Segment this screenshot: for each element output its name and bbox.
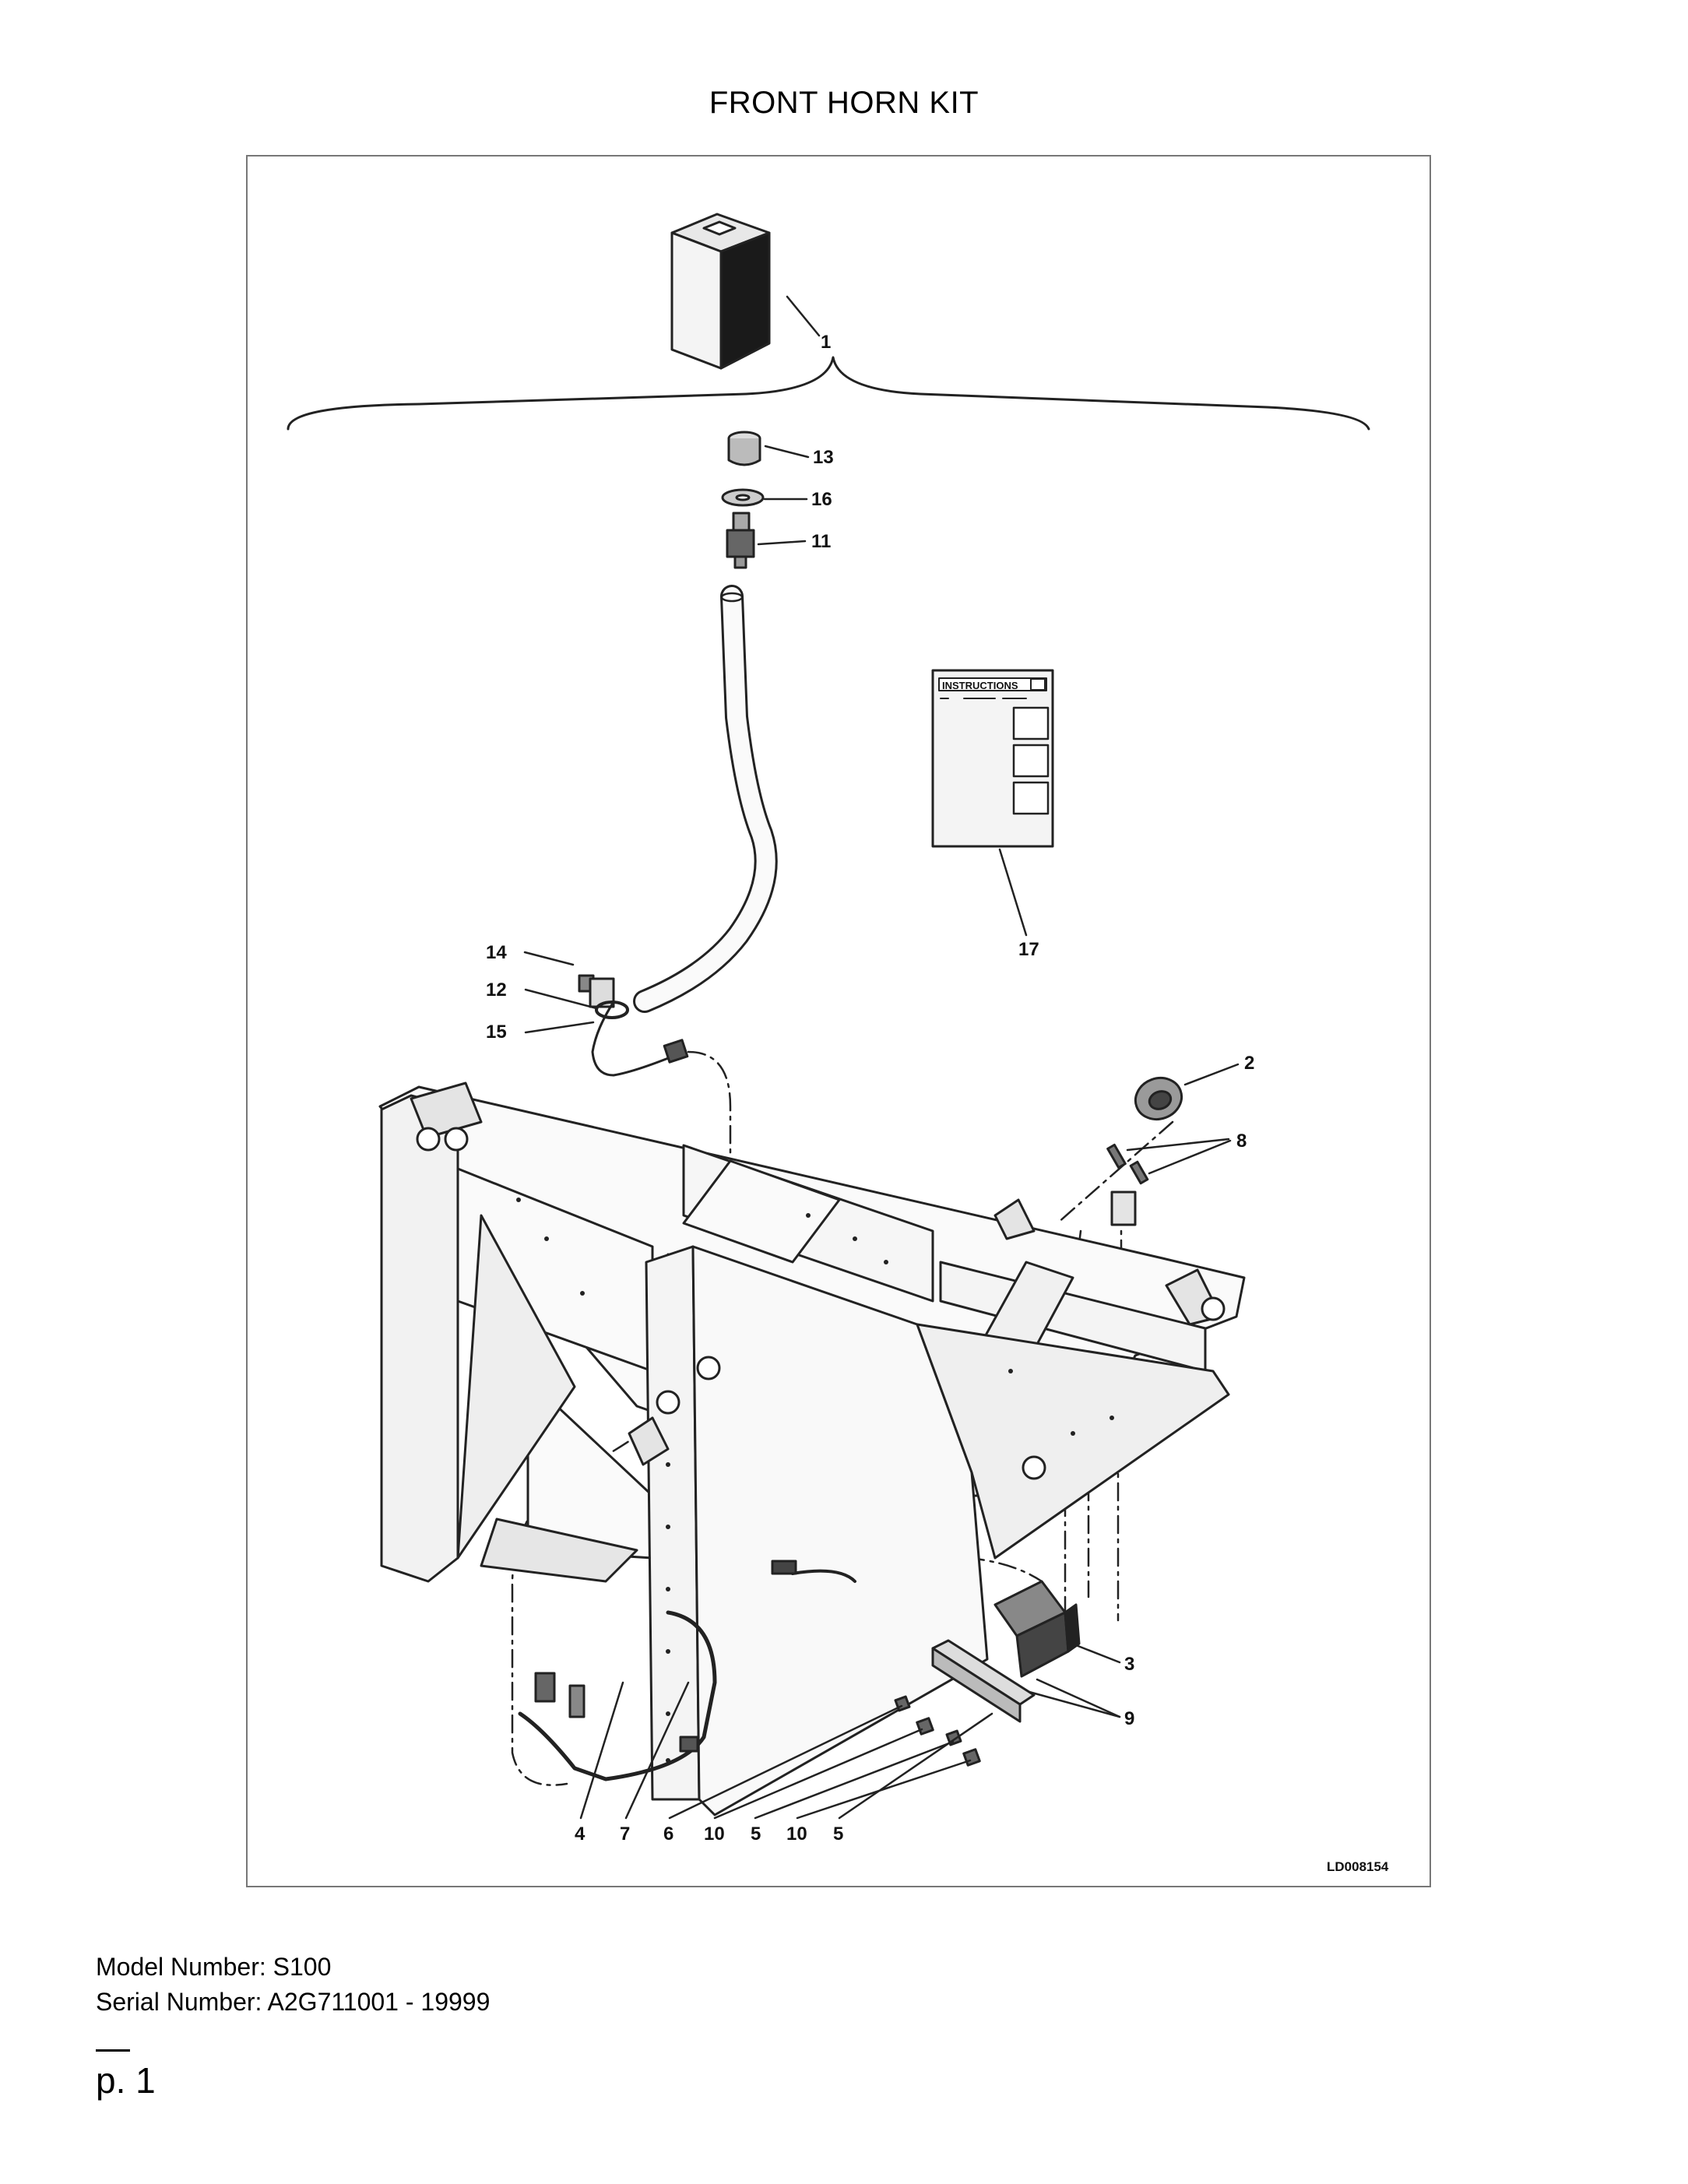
model-number: Model Number: S100 (96, 1953, 332, 1981)
callout-10-a: 10 (704, 1824, 725, 1845)
callout-1: 1 (821, 332, 831, 353)
callout-6: 6 (663, 1824, 673, 1845)
callout-2: 2 (1244, 1053, 1254, 1074)
decal-heading: INSTRUCTIONS (942, 680, 1018, 691)
serial-number: Serial Number: A2G711001 - 19999 (96, 1988, 491, 2016)
lower-harness-part (518, 1610, 717, 1781)
callout-8: 8 (1236, 1131, 1247, 1152)
horn-unit-part (993, 1580, 1081, 1678)
callout-7: 7 (620, 1824, 630, 1845)
callout-4: 4 (575, 1824, 586, 1845)
exploded-parts-diagram: INSTRUCTIONS 1 13 16 11 17 14 12 15 2 8 … (246, 155, 1431, 1887)
callout-3: 3 (1124, 1654, 1134, 1675)
page-number: p. 1 (96, 2060, 156, 2101)
callout-13: 13 (813, 447, 834, 468)
mounting-bracket-part (931, 1639, 1036, 1723)
page-title: FRONT HORN KIT (709, 86, 979, 120)
horn-switch-part (726, 512, 755, 569)
loader-frame (378, 1081, 1246, 1816)
callout-11: 11 (811, 531, 831, 552)
page-number-rule (96, 2049, 130, 2052)
kit-brace (287, 356, 1370, 431)
callout-9: 9 (1124, 1708, 1134, 1729)
connector-clip-part (578, 974, 629, 1019)
instruction-decal-part (931, 669, 1054, 848)
horn-button-cap-part (727, 431, 761, 466)
callout-10-b: 10 (786, 1824, 807, 1845)
kit-box-part (670, 213, 771, 370)
callout-14: 14 (486, 942, 507, 963)
callout-5-a: 5 (751, 1824, 761, 1845)
callout-12: 12 (486, 979, 507, 1001)
horn-assembly-part (1106, 1077, 1183, 1185)
callout-17: 17 (1018, 939, 1039, 960)
callout-15: 15 (486, 1022, 507, 1043)
figure-id: LD008154 (1327, 1859, 1389, 1874)
lever-harness-part (591, 1001, 685, 1077)
callout-5-b: 5 (833, 1824, 843, 1845)
callout-16: 16 (811, 489, 832, 510)
washer-part (721, 488, 765, 507)
